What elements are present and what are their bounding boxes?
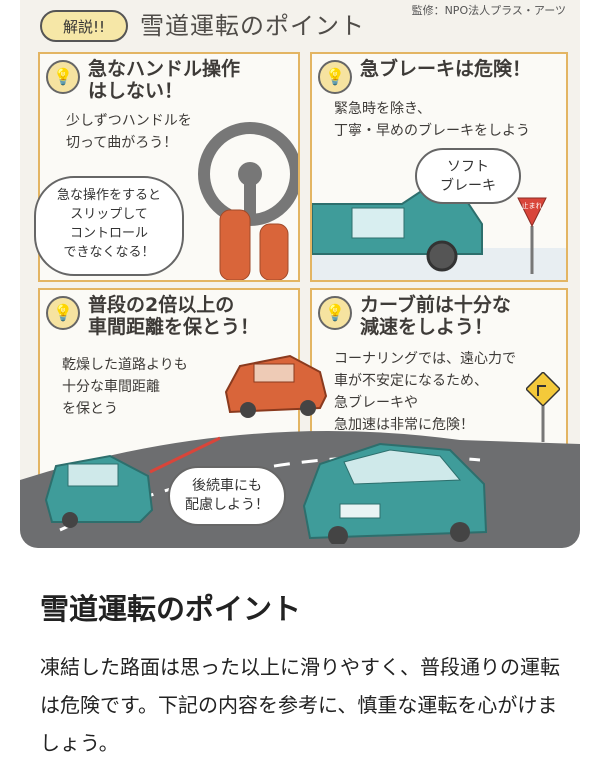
lightbulb-icon: 💡	[318, 296, 352, 330]
tip-body: 緊急時を除き、 丁寧・早めのブレーキをしよう	[334, 101, 530, 139]
teal-car-right-icon	[302, 442, 488, 544]
illustration-title: 雪道運転のポイント	[140, 12, 365, 40]
curve-warning-sign-icon	[526, 372, 560, 442]
explanation-badge: 解説!!	[40, 10, 128, 42]
orange-car-icon	[224, 354, 328, 418]
speech-bubble-soft-brake: ソフト ブレーキ	[415, 148, 521, 204]
lightbulb-icon: 💡	[318, 60, 352, 94]
steering-wheel-illustration	[198, 122, 298, 280]
illustration-card: 解説!! 雪道運転のポイント 監修：NPO法人プラス・アーツ 💡 急なハンドル操…	[20, 0, 580, 548]
distance-arrow-icon	[149, 436, 221, 474]
section-description: 凍結した路面は思った以上に滑りやすく、普段通りの運転は危険です。下記の内容を参考…	[40, 655, 560, 755]
lightbulb-icon: 💡	[46, 296, 80, 330]
lightbulb-icon: 💡	[46, 60, 80, 94]
tip-heading: カーブ前は十分な 減速をしよう！	[360, 294, 511, 338]
illustration-banner: 解説!! 雪道運転のポイント 監修：NPO法人プラス・アーツ	[20, 0, 580, 50]
tip-body: 少しずつハンドルを 切って曲がろう！	[66, 113, 192, 151]
supervision-credit: 監修：NPO法人プラス・アーツ	[411, 4, 566, 17]
speech-bubble-slip: 急な操作をすると スリップして コントロール できなくなる！	[34, 176, 184, 276]
section-title: 雪道運転のポイント	[40, 592, 302, 626]
tip-heading: 急ブレーキは危険！	[360, 58, 532, 80]
teal-car-left-icon	[44, 454, 154, 528]
tip-body: コーナリングでは、遠心力で 車が不安定になるため、 急ブレーキや 急加速は非常に…	[334, 351, 516, 433]
tip-body: 乾燥した道路よりも 十分な車間距離 を保とう	[62, 357, 188, 417]
stop-sign-label: 止まれ	[522, 201, 543, 210]
speech-bubble-following-car: 後続車にも 配慮しよう！	[168, 466, 286, 526]
tip-heading: 普段の2倍以上の 車間距離を保とう！	[88, 294, 260, 338]
tip-heading: 急なハンドル操作 はしない！	[88, 58, 241, 102]
